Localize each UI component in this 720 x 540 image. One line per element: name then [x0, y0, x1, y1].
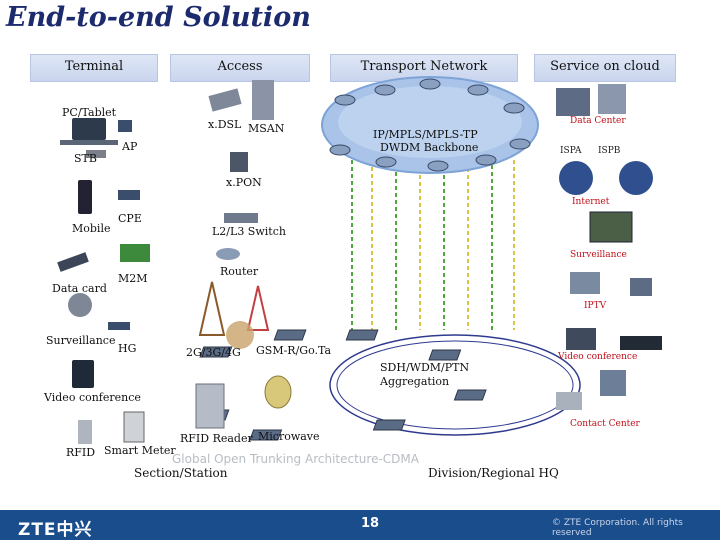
network-diagram	[57, 76, 662, 444]
cloud-surveillance-label: Surveillance	[570, 250, 627, 260]
backbone-label-line2: DWDM Backbone	[380, 141, 479, 154]
watermark-text: Global Open Trunking Architecture-CDMA	[172, 452, 419, 466]
smart-meter-label: Smart Meter	[104, 444, 176, 457]
column-header-terminal: Terminal	[30, 54, 158, 82]
router-label: Router	[220, 265, 259, 278]
rfid-label: RFID	[66, 446, 96, 459]
cloud-icons	[556, 84, 662, 410]
pc-tablet-label: PC/Tablet	[62, 106, 117, 119]
xdsl-label: x.DSL	[208, 118, 242, 131]
page-title: End-to-end Solution	[6, 2, 311, 33]
xpon-label: x.PON	[226, 176, 262, 189]
rfid-reader-label: RFID Reader	[180, 432, 253, 445]
hg-label: HG	[118, 342, 137, 355]
data-card-label: Data card	[52, 282, 107, 295]
aggregation-label-line1: SDH/WDM/PTN	[380, 361, 470, 374]
column-header-service: Service on cloud	[534, 54, 676, 82]
l2l3-switch-label: L2/L3 Switch	[212, 225, 286, 238]
terminal-icons	[57, 118, 150, 444]
stb-label: STB	[74, 152, 97, 165]
internet-label: Internet	[572, 197, 610, 207]
backbone-routers	[329, 78, 531, 172]
ap-label: AP	[122, 140, 138, 153]
footer-bar	[0, 510, 720, 540]
ispb-label: ISPB	[598, 146, 621, 156]
zte-logo: ZTE中兴	[18, 520, 93, 540]
cloud-video-conference-label: Video conference	[558, 352, 638, 362]
data-center-label: Data Center	[570, 116, 626, 126]
iptv-label: IPTV	[584, 301, 607, 311]
section-station-label: Section/Station	[134, 466, 228, 480]
access-icons	[195, 80, 292, 429]
column-header-access: Access	[170, 54, 310, 82]
backbone-label-line1: IP/MPLS/MPLS-TP	[373, 128, 478, 141]
ispa-label: ISPA	[560, 146, 582, 156]
msan-label: MSAN	[248, 122, 285, 135]
2g3g4g-label: 2G/3G/4G	[186, 346, 241, 359]
copyright-text: © ZTE Corporation. All rights reserved	[552, 518, 683, 538]
surveillance-label: Surveillance	[46, 334, 116, 347]
contact-center-label: Contact Center	[570, 419, 640, 429]
backbone-links	[351, 160, 515, 330]
microwave-label: Microwave	[258, 430, 320, 443]
division-hq-label: Division/Regional HQ	[428, 466, 559, 480]
gsm-r-label: GSM-R/Go.Ta	[256, 344, 332, 357]
m2m-label: M2M	[118, 272, 148, 285]
mobile-label: Mobile	[72, 222, 111, 235]
aggregation-label-line2: Aggregation	[380, 375, 450, 388]
video-conference-label: Video conference	[44, 391, 141, 404]
backbone-cloud	[321, 76, 539, 174]
page-number: 18	[360, 516, 380, 531]
cpe-label: CPE	[118, 212, 142, 225]
